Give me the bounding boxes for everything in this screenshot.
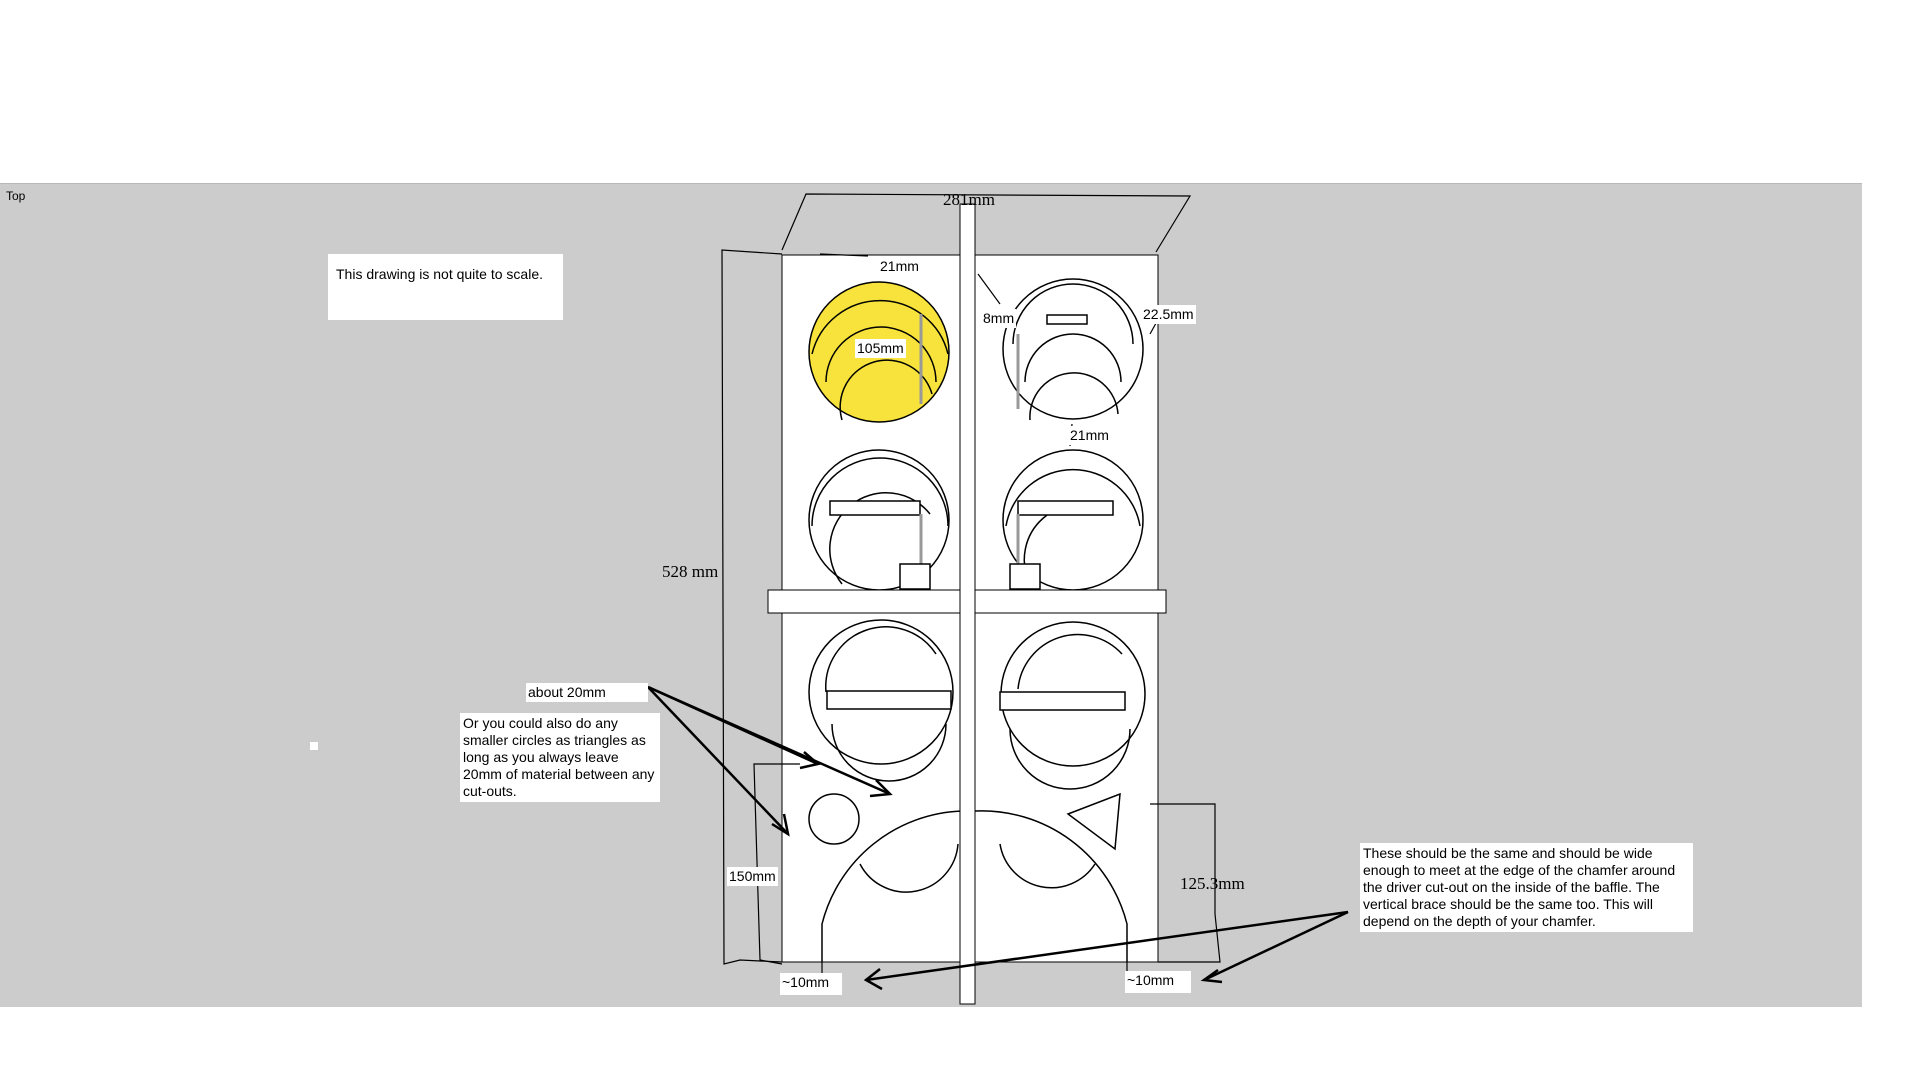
- baffle-drawing: [647, 193, 1349, 1005]
- dimension-lines: [721, 193, 1221, 977]
- top-gap-dimension: 21mm: [878, 257, 921, 276]
- height-dimension: 528 mm: [662, 562, 719, 581]
- view-label: Top: [6, 189, 26, 203]
- driver-low-left: [808, 619, 954, 782]
- chamfer-dimension: 22.5mm: [1141, 305, 1196, 324]
- driver-diameter-dimension: 105mm: [855, 339, 906, 358]
- bottom-height-dimension: 150mm: [727, 867, 778, 886]
- scale-note-text: This drawing is not quite to scale.: [336, 266, 543, 282]
- cutouts-note-text: Or you could also do any smaller circles…: [463, 715, 655, 799]
- vertical-brace: [959, 203, 976, 1005]
- about-dimension: about 20mm: [526, 683, 648, 702]
- foot-right-dimension: ~10mm: [1125, 971, 1191, 993]
- top-viewport[interactable]: Top: [0, 183, 1862, 1007]
- scale-note: This drawing is not quite to scale.: [328, 254, 563, 320]
- arch-height-dimension: 125.3mm: [1180, 874, 1245, 893]
- braces-note: These should be the same and should be w…: [1360, 843, 1693, 932]
- driver-mid-left: [808, 449, 950, 591]
- width-dimension: 281mm: [943, 190, 995, 209]
- foot-left-dimension: ~10mm: [780, 973, 842, 995]
- brace-gap-dimension: 8mm: [981, 309, 1017, 328]
- driver-low-right: [999, 621, 1146, 790]
- cutouts-note: Or you could also do any smaller circles…: [460, 713, 660, 802]
- marker-dot: [310, 742, 318, 750]
- bottom-arch: [808, 792, 1128, 962]
- annotation-arrows: [647, 685, 1349, 991]
- driver-mid-right: [1002, 449, 1144, 591]
- braces-note-text: These should be the same and should be w…: [1363, 845, 1676, 929]
- between-gap-dimension: 21mm: [1068, 426, 1111, 445]
- driver-top-right: [1002, 278, 1144, 421]
